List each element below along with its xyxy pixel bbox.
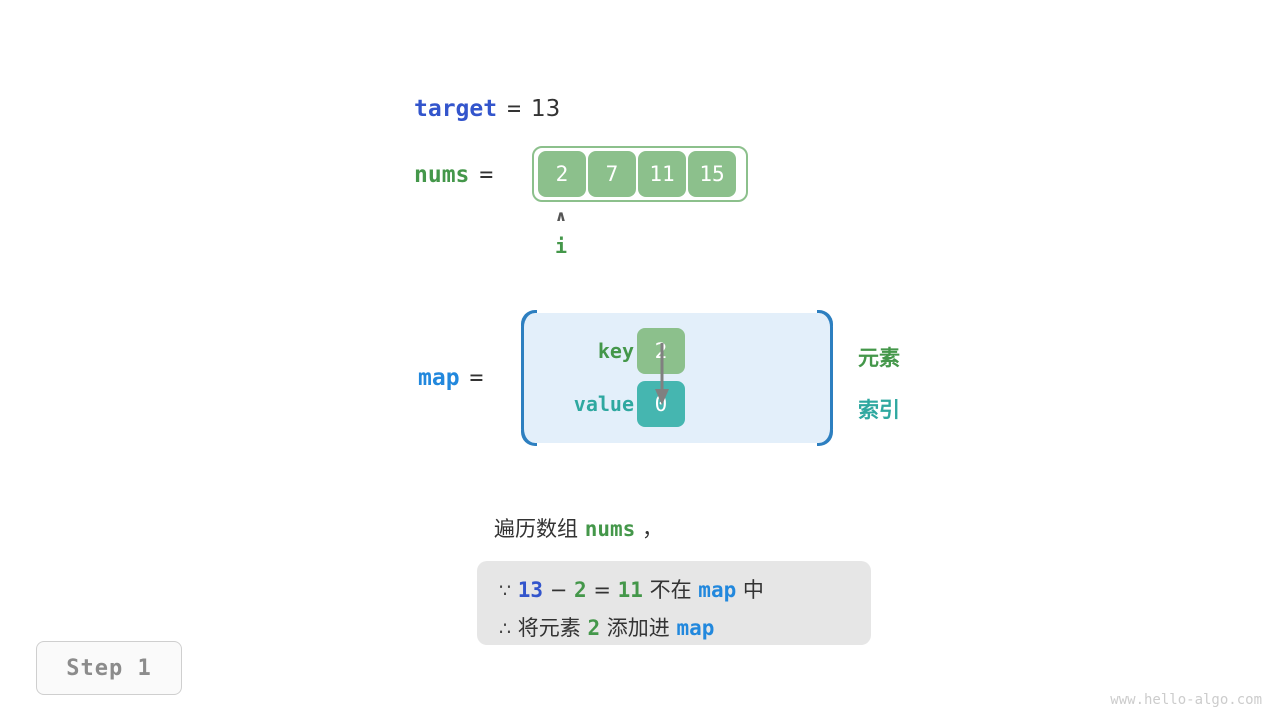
info-complement-value: 11 — [617, 578, 643, 602]
info-equals-operator: = — [586, 578, 618, 602]
info-map-reference: map — [676, 616, 715, 640]
nums-variable-label: nums — [414, 162, 470, 188]
therefore-symbol: ∴ — [499, 618, 512, 640]
step-badge: Step 1 — [36, 641, 182, 695]
because-symbol: ∵ — [499, 580, 512, 602]
map-key-label: key — [597, 339, 634, 363]
array-cell: 11 — [638, 151, 686, 197]
nums-equals-sign: = — [479, 162, 494, 188]
description-line: 遍历数组 nums ， — [494, 513, 663, 543]
step-badge-label: Step 1 — [66, 655, 152, 681]
target-assignment-row: target = 13 — [414, 92, 560, 126]
map-variable-label: map — [418, 365, 460, 391]
map-corner-top-left — [521, 310, 537, 326]
side-label-index: 索引 — [858, 398, 900, 422]
target-value: 13 — [530, 96, 561, 122]
target-variable-label: target — [414, 96, 498, 122]
map-corner-bottom-left — [521, 430, 537, 446]
watermark: www.hello-algo.com — [1110, 692, 1262, 708]
hash-map-container: key value 2 0 — [521, 310, 833, 446]
array-cell: 15 — [688, 151, 736, 197]
description-prefix: 遍历数组 — [494, 517, 585, 541]
info-added-element: 2 — [587, 616, 601, 640]
info-map-reference: map — [698, 578, 737, 602]
array-cell: 2 — [538, 151, 586, 197]
info-add-mid: 添加进 — [600, 616, 677, 640]
caret-up-icon: ∧ — [554, 207, 568, 225]
map-assignment-row: map = — [418, 361, 493, 395]
map-corner-bottom-right — [817, 430, 833, 446]
info-not-in-text: 不在 — [642, 578, 699, 602]
reasoning-line-because: ∵ 13 − 2 = 11 不在 map 中 — [499, 572, 849, 610]
info-line1-end: 中 — [736, 578, 764, 602]
side-label-element: 元素 — [858, 346, 900, 370]
nums-array-container: 2 7 11 15 — [532, 146, 748, 202]
map-corner-top-right — [817, 310, 833, 326]
info-add-prefix: 将元素 — [511, 616, 588, 640]
description-code-nums: nums — [584, 517, 636, 541]
reasoning-info-box: ∵ 13 − 2 = 11 不在 map 中 ∴ 将元素 2 添加进 map — [477, 561, 871, 645]
info-target-value: 13 — [517, 578, 544, 602]
nums-assignment-row: nums = — [414, 158, 503, 192]
map-value-label: value — [573, 392, 634, 416]
map-value-cell: 0 — [637, 381, 685, 427]
target-equals-sign: = — [507, 96, 521, 122]
index-pointer-group: ∧ i — [537, 208, 585, 259]
info-minus-operator: − — [543, 578, 575, 602]
array-cell: 7 — [588, 151, 636, 197]
map-equals-sign: = — [469, 365, 484, 391]
map-key-cell: 2 — [637, 328, 685, 374]
description-suffix: ， — [635, 517, 663, 541]
reasoning-line-therefore: ∴ 将元素 2 添加进 map — [499, 610, 849, 648]
spacer — [511, 572, 518, 609]
info-current-element: 2 — [574, 578, 587, 602]
index-pointer-label: i — [554, 234, 568, 258]
